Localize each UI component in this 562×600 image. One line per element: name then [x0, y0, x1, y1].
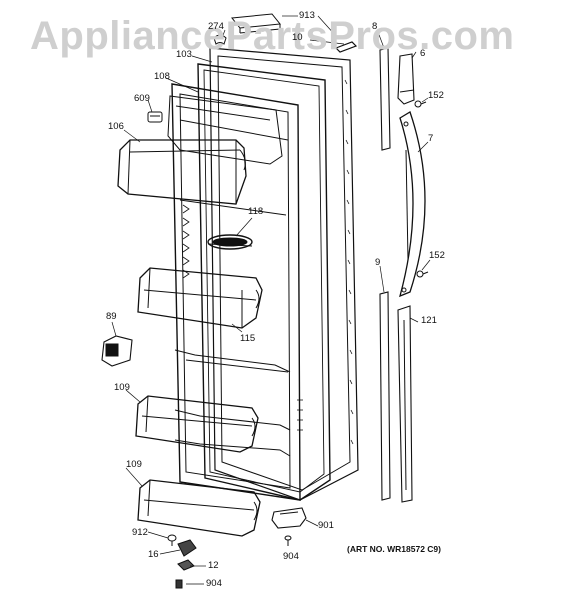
handle-trim-8 [379, 47, 391, 151]
clip-609 [147, 111, 163, 123]
label-912: 912 [132, 527, 148, 538]
leader-lines [111, 15, 431, 585]
hinge-pin-912 [167, 534, 177, 546]
bottom-hinge-cover [271, 507, 307, 529]
bin-89 [101, 335, 133, 367]
label-103: 103 [176, 49, 192, 60]
handle-trim-9 [379, 291, 391, 501]
top-clip [213, 34, 227, 45]
label-115: 115 [240, 333, 256, 344]
screw-152-lower [416, 270, 429, 278]
dairy-housing [167, 95, 283, 165]
door-liner [171, 83, 303, 501]
label-609: 609 [134, 93, 150, 104]
label-9: 9 [375, 257, 381, 268]
handle-trim-121 [397, 305, 413, 503]
label-106: 106 [108, 121, 124, 132]
door-shelf-109-lower [137, 479, 261, 537]
label-8: 8 [372, 21, 378, 32]
door-shelf-115 [137, 267, 263, 329]
label-10: 10 [292, 32, 303, 43]
label-109-lower: 109 [126, 459, 142, 470]
top-bracket-pin [334, 41, 358, 53]
label-121: 121 [421, 315, 437, 326]
top-hinge-cover [231, 13, 281, 34]
label-109-upper: 109 [114, 382, 130, 393]
label-901: 901 [318, 520, 334, 531]
label-913: 913 [299, 10, 315, 21]
egg-tray [207, 234, 253, 250]
screw-152-upper [414, 100, 427, 108]
screw-904-upper [284, 535, 292, 546]
watermark-text: AppliancePartsPros.com [30, 14, 515, 58]
shim-12 [177, 559, 195, 571]
label-152-upper: 152 [428, 90, 444, 101]
door-gasket [197, 63, 331, 501]
door-shelf-109-upper [135, 395, 259, 453]
label-118: 118 [248, 206, 264, 217]
label-12: 12 [208, 560, 219, 571]
label-274: 274 [208, 21, 224, 32]
door-outer-panel [209, 47, 359, 501]
label-904-upper: 904 [283, 551, 299, 562]
label-6: 6 [420, 48, 426, 59]
bushing-16 [177, 539, 197, 557]
label-108: 108 [154, 71, 170, 82]
door-handle-7 [399, 111, 426, 298]
label-16: 16 [148, 549, 159, 560]
label-152-lower: 152 [429, 250, 445, 261]
label-89: 89 [106, 311, 117, 322]
label-904-lower: 904 [206, 578, 222, 589]
handle-endcap-6 [397, 53, 415, 105]
label-7: 7 [428, 133, 434, 144]
screw-904-lower [175, 579, 183, 589]
art-number: (ART NO. WR18572 C9) [347, 544, 441, 554]
